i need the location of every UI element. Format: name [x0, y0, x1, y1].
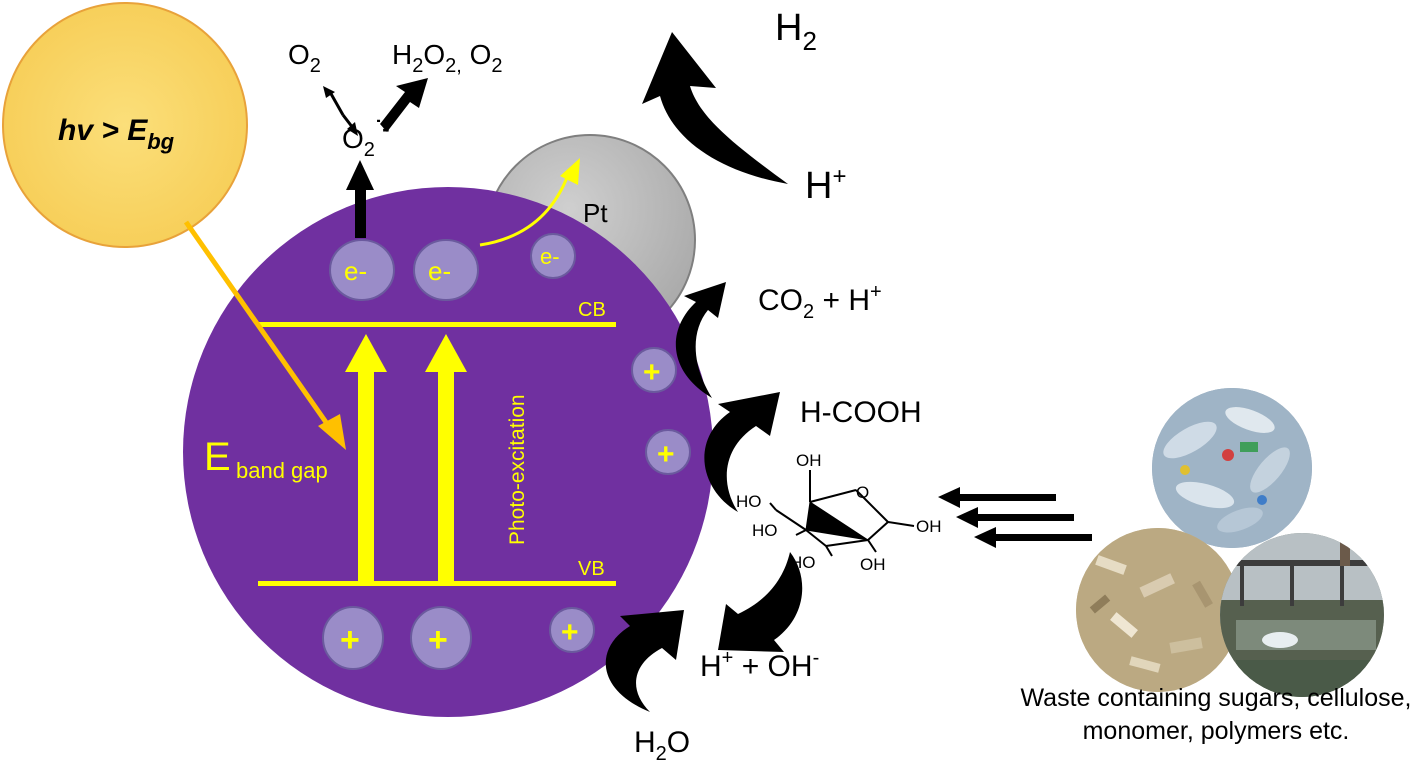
h2o2-o2-label: H2O2, O2 — [392, 39, 503, 77]
hole-label: + — [428, 621, 448, 659]
electron-group: e- e- e- — [329, 233, 576, 301]
waste-caption: Waste containing sugars, cellulose, mono… — [1010, 682, 1418, 748]
formic-acid-label: H-COOH — [800, 396, 922, 429]
o2-label: O — [288, 39, 310, 70]
oxygen-reduction-arrows — [323, 78, 428, 238]
h-oh-label: H+ + OH- — [700, 647, 819, 683]
wastewater-plant-image — [1220, 533, 1384, 697]
hole — [631, 347, 677, 393]
hole-label: + — [657, 438, 675, 471]
feed-arrows — [938, 487, 1092, 548]
pt-label: Pt — [583, 198, 608, 228]
oxidation-arrows — [605, 282, 803, 712]
hole-label: + — [340, 621, 360, 659]
sun-label-sub: bg — [147, 129, 174, 154]
band-gap-symbol: E — [204, 435, 231, 479]
photo-excitation-label: Photo-excitation — [506, 394, 529, 545]
h2-label: H2 — [775, 7, 817, 56]
hole-group: + + + + + — [322, 347, 691, 670]
glucose-structure — [769, 470, 915, 557]
sun-circle — [2, 2, 248, 248]
hole — [549, 607, 595, 653]
cellulose-waste-image — [1076, 528, 1240, 692]
svg-text:O2: O2 — [288, 39, 321, 77]
waste-caption-line: Waste containing sugars, cellulose, — [1020, 684, 1412, 712]
hole — [410, 606, 472, 670]
svg-text:HO: HO — [790, 553, 816, 572]
electron — [329, 239, 395, 301]
hole-label: + — [643, 356, 661, 389]
electron-transfer-arrow — [479, 158, 580, 247]
photo-excitation-arrows — [345, 334, 467, 582]
co2-label: CO2 + H+ — [758, 281, 882, 323]
light-ray-arrow — [183, 220, 346, 450]
electron — [413, 239, 479, 301]
valence-band-line — [258, 581, 616, 586]
hole-label: + — [561, 616, 579, 649]
hole — [645, 429, 691, 475]
h-plus-label: H+ — [805, 163, 846, 207]
hole — [322, 606, 384, 670]
h2o-label: H2O — [634, 726, 690, 760]
electron — [530, 233, 576, 279]
svg-text:OH: OH — [916, 517, 942, 536]
superoxide-label: O2˙- — [342, 116, 390, 161]
svg-text:OH: OH — [860, 555, 886, 574]
waste-caption-line: monomer, polymers etc. — [1082, 717, 1350, 745]
electron-label: e- — [428, 256, 451, 286]
h2-evolution-arrow — [642, 32, 788, 184]
svg-text:HO: HO — [752, 521, 778, 540]
sun-label: hv > E — [58, 114, 148, 147]
conduction-band-line — [258, 322, 616, 327]
vb-label: VB — [578, 558, 605, 580]
svg-text:OH: OH — [796, 451, 822, 470]
svg-text:O: O — [856, 483, 869, 502]
svg-text:HO: HO — [736, 492, 762, 511]
electron-label: e- — [344, 256, 367, 286]
svg-text:hv > Ebg: hv > Ebg — [58, 114, 175, 154]
plastic-waste-image — [1152, 388, 1312, 548]
glucose-labels: OH HO O HO HO OH OH — [736, 451, 942, 574]
band-gap-text: band gap — [236, 458, 328, 483]
electron-label: e- — [540, 244, 560, 269]
cb-label: CB — [578, 299, 606, 321]
